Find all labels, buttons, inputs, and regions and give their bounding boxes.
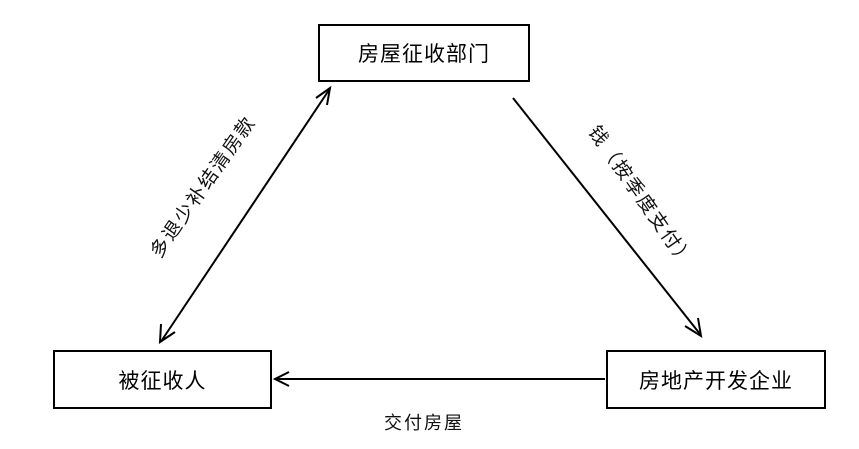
edge-label-deliver-housing: 交付房屋 (384, 413, 464, 434)
node-expropriated-person: 被征收人 (53, 350, 272, 409)
arrow-bottom-edge (272, 371, 605, 387)
node-expropriation-dept-label: 房屋征收部门 (358, 42, 490, 66)
node-expropriation-dept: 房屋征收部门 (318, 24, 530, 82)
arrow-right-edge (512, 97, 703, 339)
double-arrow-left-edge (158, 85, 332, 344)
node-real-estate-developer-label: 房地产开发企业 (639, 368, 793, 393)
node-real-estate-developer: 房地产开发企业 (606, 350, 826, 409)
node-expropriated-person-label: 被征收人 (118, 368, 207, 393)
